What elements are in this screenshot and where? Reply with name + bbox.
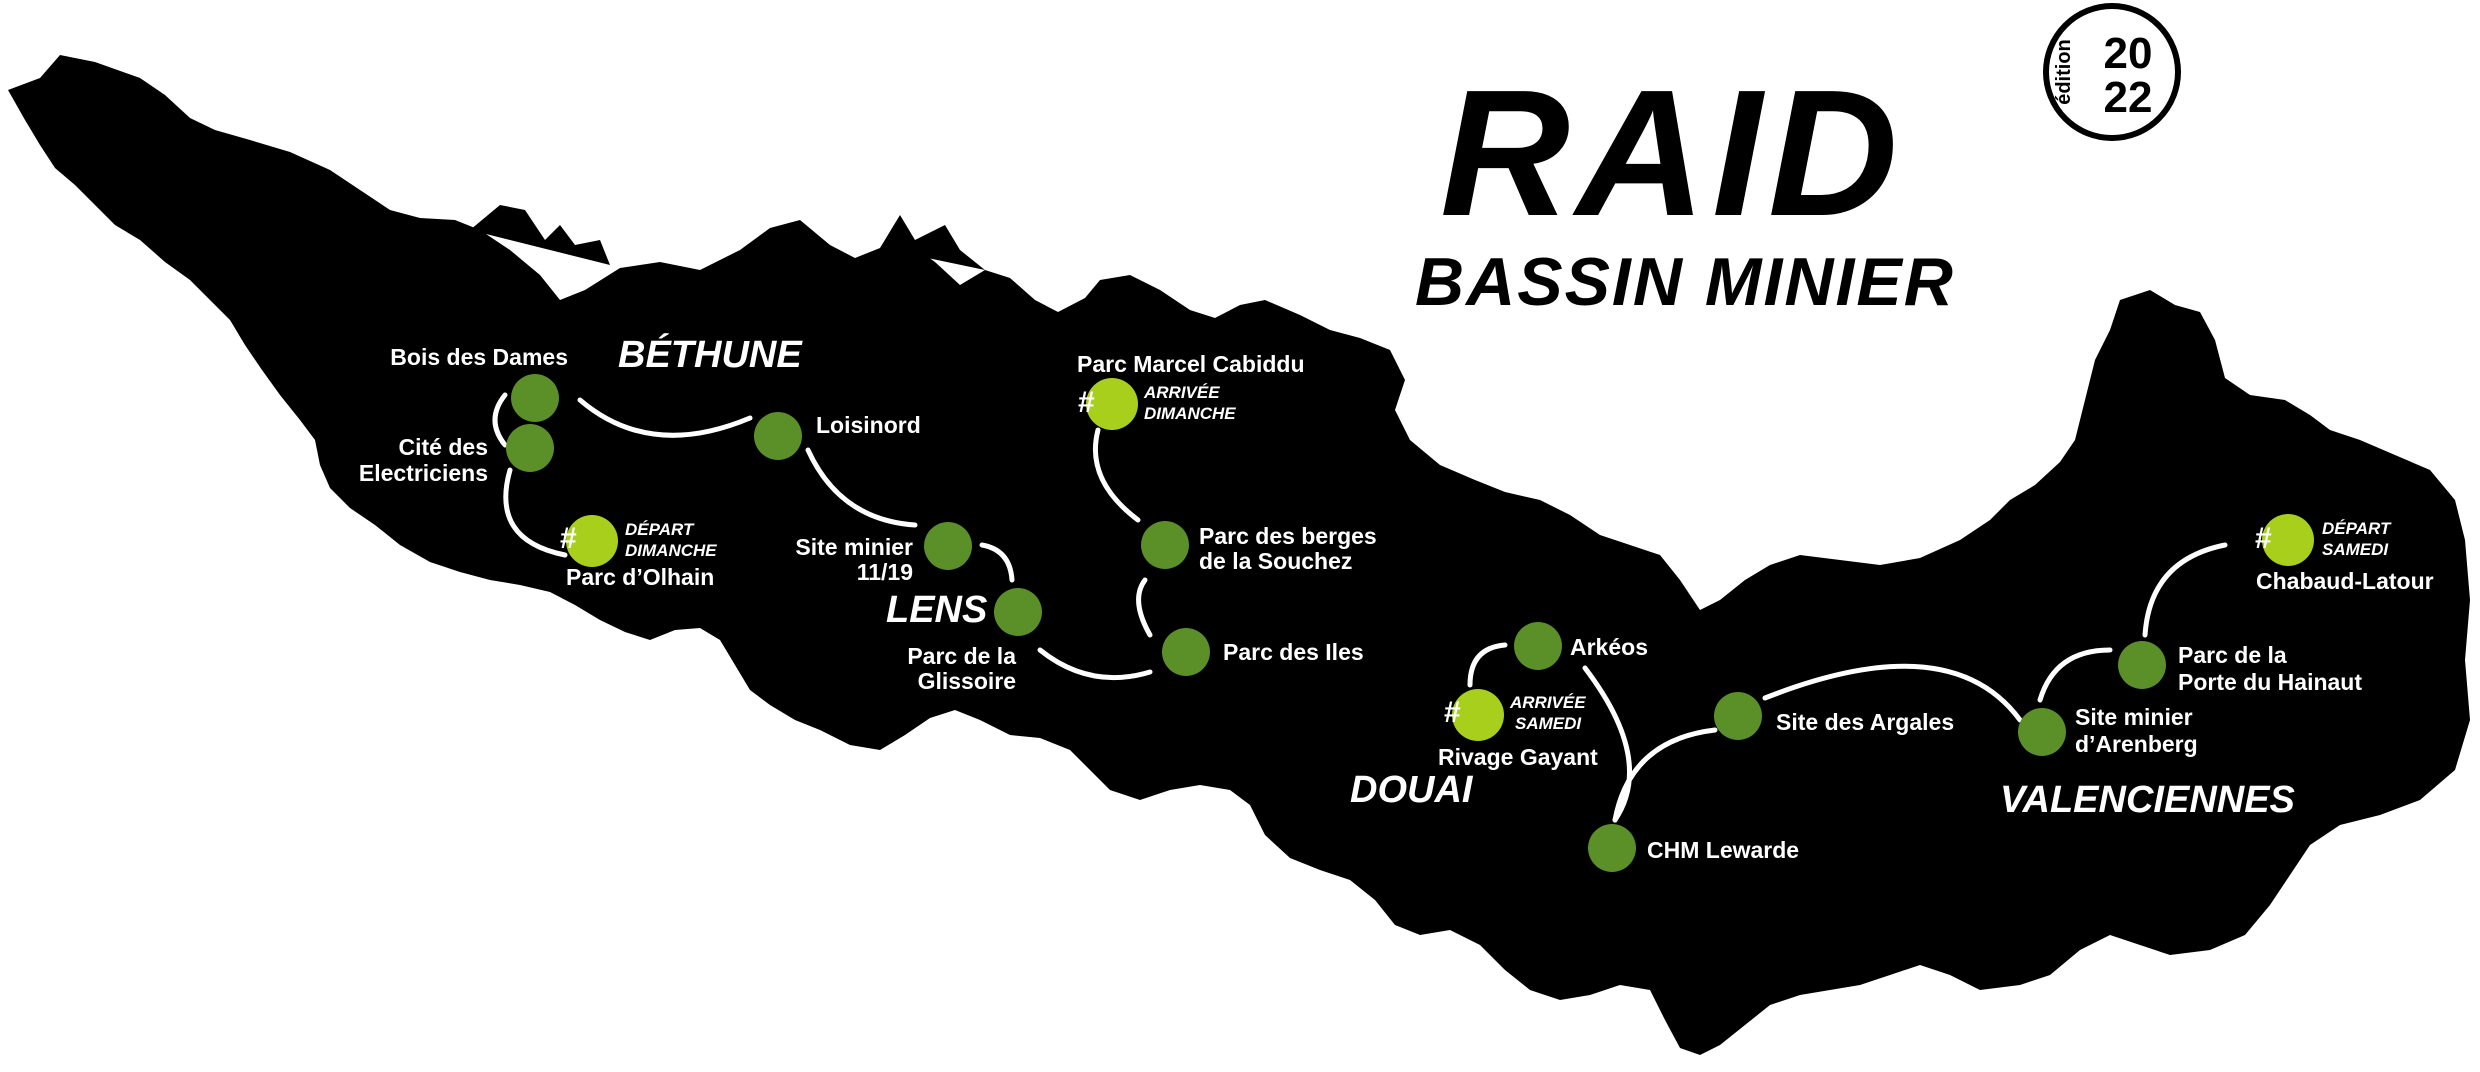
edition-badge: édition 20 22 <box>2043 3 2181 141</box>
edition-badge-circle <box>2043 3 2181 141</box>
label-site-minier-1119-line1: Site minier <box>795 534 913 560</box>
route-argales-arenberg <box>1762 663 2023 723</box>
route-1119-lens <box>979 542 1015 583</box>
route-rivage-arkeos <box>1467 642 1508 688</box>
badge-arrivee-dimanche-2: DIMANCHE <box>1144 404 1236 423</box>
label-arenberg-line1: Site minier <box>2075 704 2193 730</box>
stop-parc-glissoire[interactable] <box>994 588 1042 636</box>
route-bois-loisinord <box>577 397 753 438</box>
label-parc-marcel-cabiddu: Parc Marcel Cabiddu <box>1077 351 1305 377</box>
edition-year-top: 20 <box>2104 29 2153 78</box>
label-arenberg-line2: d’Arenberg <box>2075 731 2198 757</box>
label-site-des-argales: Site des Argales <box>1776 709 1954 735</box>
route-arenberg-hainaut <box>2037 647 2113 703</box>
route-lines <box>492 392 2228 823</box>
route-berges-cabiddu <box>1092 427 1141 523</box>
label-loisinord: Loisinord <box>816 412 921 438</box>
stop-site-minier-arenberg[interactable] <box>2018 708 2066 756</box>
city-lens: LENS <box>886 589 987 631</box>
route-arkeos-lewarde <box>1582 665 1633 823</box>
label-chm-lewarde: CHM Lewarde <box>1647 837 1799 863</box>
stop-bois-des-dames[interactable] <box>511 374 559 422</box>
region-shape <box>8 55 2470 1055</box>
hash-icon-cabiddu: # <box>1078 386 1095 419</box>
stop-site-des-argales[interactable] <box>1714 692 1762 740</box>
stop-arkeos[interactable] <box>1514 622 1562 670</box>
label-arkeos: Arkéos <box>1570 634 1648 660</box>
city-bethune: BÉTHUNE <box>618 332 803 376</box>
route-bois-cite <box>492 392 508 448</box>
route-loisinord-1119 <box>805 447 918 528</box>
edition-year-bottom: 22 <box>2104 73 2153 122</box>
stop-parc-marcel-cabiddu[interactable] <box>1086 378 1138 430</box>
region-edge-north <box>470 205 610 265</box>
label-berges-line1: Parc des berges <box>1199 523 1377 549</box>
region-edge-east <box>2110 290 2175 330</box>
badge-arrivee-dimanche-1: ARRIVÉE <box>1143 383 1220 402</box>
label-cite-line1: Cité des <box>399 434 488 460</box>
route-glissoire-iles <box>1037 647 1153 681</box>
stop-site-minier-1119[interactable] <box>924 522 972 570</box>
stop-rivage-gayant[interactable] <box>1452 689 1504 741</box>
stop-parc-porte-hainaut[interactable] <box>2118 641 2166 689</box>
badge-depart-samedi-1: DÉPART <box>2322 519 2392 538</box>
stops <box>506 374 2314 872</box>
badge-arrivee-samedi-1: ARRIVÉE <box>1509 693 1586 712</box>
route-hainaut-chabaud <box>2142 542 2228 638</box>
city-valenciennes: VALENCIENNES <box>2000 779 2295 821</box>
badge-arrivee-samedi-2: SAMEDI <box>1515 714 1582 733</box>
badge-depart-dimanche-1: DÉPART <box>625 520 695 539</box>
hash-icon-chabaud: # <box>2255 522 2272 555</box>
label-glissoire-line2: Glissoire <box>918 668 1016 694</box>
hash-icon-olhain: # <box>560 522 577 555</box>
label-bois-des-dames: Bois des Dames <box>390 344 568 370</box>
label-cite-line2: Electriciens <box>359 460 488 486</box>
label-chabaud-latour: Chabaud-Latour <box>2256 568 2434 594</box>
route-cite-olhain <box>503 467 568 558</box>
label-porte-hainaut-line1: Parc de la <box>2178 642 2287 668</box>
stop-loisinord[interactable] <box>754 412 802 460</box>
badge-depart-dimanche-2: DIMANCHE <box>625 541 717 560</box>
stop-parc-des-iles[interactable] <box>1162 628 1210 676</box>
badge-depart-samedi-2: SAMEDI <box>2322 540 2389 559</box>
label-porte-hainaut-line2: Porte du Hainaut <box>2178 669 2362 695</box>
label-parc-des-iles: Parc des Iles <box>1223 639 1364 665</box>
stop-chm-lewarde[interactable] <box>1588 824 1636 872</box>
label-berges-line2: de la Souchez <box>1199 548 1352 574</box>
route-iles-berges <box>1136 577 1153 638</box>
route-lewarde-argales <box>1612 727 1718 823</box>
region-edge-center <box>880 215 985 270</box>
edition-word: édition <box>2053 39 2075 105</box>
hash-icon-rivage: # <box>1444 696 1461 729</box>
label-parc-olhain: Parc d’Olhain <box>566 564 714 590</box>
label-glissoire-line1: Parc de la <box>907 643 1016 669</box>
title-raid: RAID <box>1440 53 1904 254</box>
stop-parc-olhain[interactable] <box>566 515 618 567</box>
city-douai: DOUAI <box>1350 769 1474 811</box>
stop-chabaud-latour[interactable] <box>2262 514 2314 566</box>
stop-parc-berges-souchez[interactable] <box>1141 521 1189 569</box>
title-bassin-minier: BASSIN MINIER <box>1415 244 1955 320</box>
stop-cite-des-electriciens[interactable] <box>506 424 554 472</box>
label-rivage-gayant: Rivage Gayant <box>1438 744 1598 770</box>
label-site-minier-1119-line2: 11/19 <box>857 559 913 585</box>
